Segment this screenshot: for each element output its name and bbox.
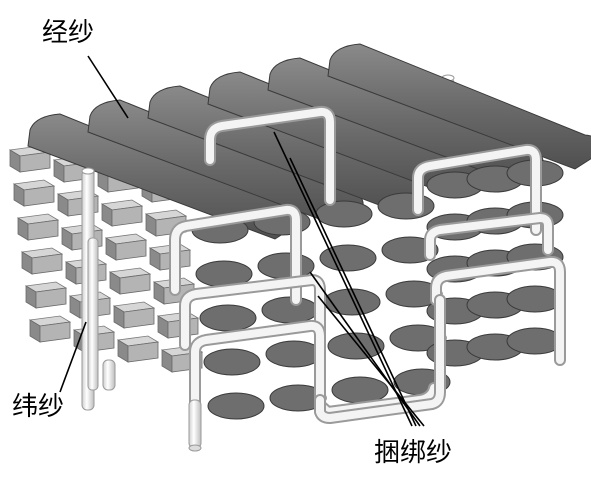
weft-label: 纬纱 (12, 392, 65, 422)
leader-lines (59, 55, 425, 427)
warp-yarn-end (207, 392, 265, 420)
weft-yarn-front (27, 219, 59, 241)
weft-yarn-front (119, 273, 151, 295)
binder-label: 捆绑纱 (374, 438, 453, 468)
weft-yarn-front (19, 151, 51, 173)
warp-yarn-end (331, 376, 389, 404)
warp-yarn (327, 43, 591, 170)
weft-yarn-front (111, 205, 143, 227)
leader-binder-4 (317, 295, 425, 427)
warp-yarn-end (315, 200, 373, 228)
warp-yarn-end (203, 348, 261, 376)
leader-binder-2 (289, 157, 417, 427)
warp-label: 经纱 (42, 18, 95, 48)
warp-yarn-layer (27, 43, 591, 240)
warp-yarn-end (377, 192, 435, 220)
weft-yarn-stack (8, 145, 204, 373)
warp-yarn-end (265, 340, 323, 368)
weft-yarn-front (35, 287, 67, 309)
weft-yarn-front (23, 185, 55, 207)
warp-yarn-end (327, 332, 385, 360)
weft-yarn-front (127, 341, 159, 363)
warp-yarn-end (199, 304, 257, 332)
weft-yarn-front (115, 239, 147, 261)
warp-yarn-end (261, 296, 319, 324)
leader-binder-3 (309, 271, 421, 427)
weft-yarn-front (31, 253, 63, 275)
weft-yarn-front (123, 307, 155, 329)
leader-weft (59, 321, 87, 393)
leader-warp (87, 55, 129, 119)
binder-yarn-posts (81, 167, 202, 452)
weft-yarn-front (39, 321, 71, 343)
leader-binder-1 (273, 131, 413, 427)
